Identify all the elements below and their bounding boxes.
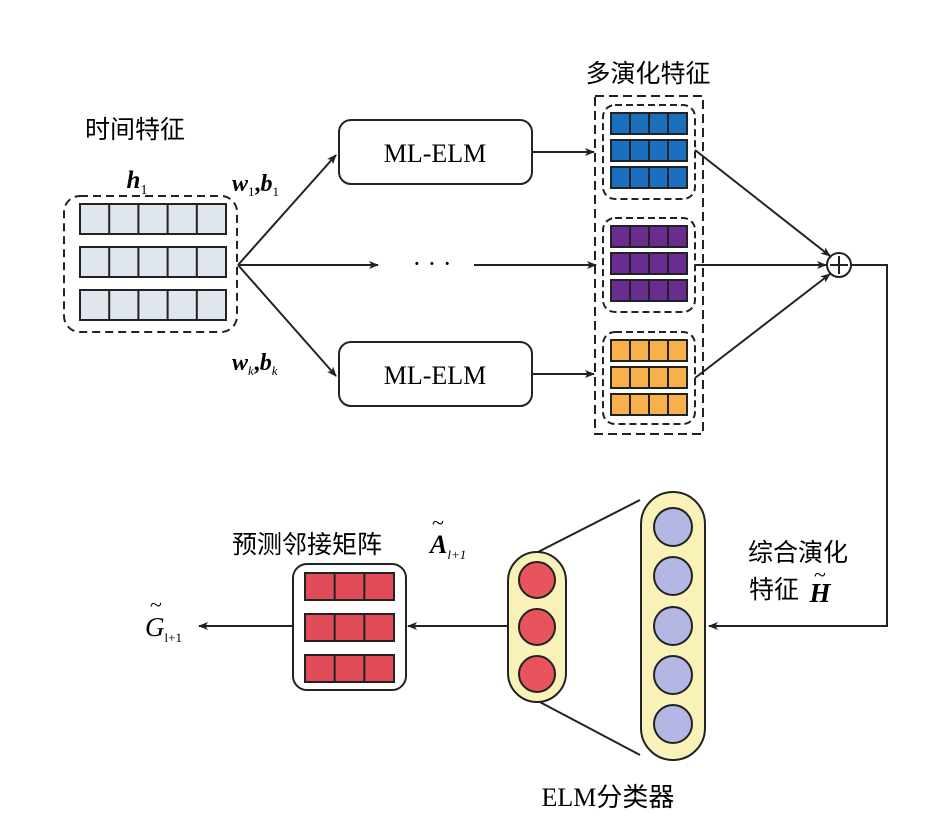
adjacency-row-1 [304,572,395,601]
classifier-left-node-2 [518,608,556,646]
feature-top-bar-1 [610,112,688,135]
input-bar-2 [79,246,227,278]
multi-features-title: 多演化特征 [585,59,710,88]
combined-feature-line2: 特征 [749,575,799,604]
arrow-to-elm-top [237,154,337,266]
feature-group-bottom-border [602,331,696,425]
output-symbol: Gl+1 [145,612,182,645]
input-variable: h1 [127,167,148,198]
feature-bottom-bar-1 [610,339,688,362]
combined-feature-line1: 综合演化 [748,538,848,567]
arrow-to-elm-bottom [237,264,337,377]
adjacency-row-2-frame [304,613,395,642]
classifier-label: ELM分类器 [542,783,675,812]
ml-elm-label-bottom: ML-ELM [384,361,487,390]
feature-middle-bar-3 [610,279,688,302]
feature-bottom-bar-2 [610,366,688,389]
multi-features-outer-border [594,95,704,435]
adjacency-symbol: Al+1 [428,530,466,562]
adjacency-matrix-cells [304,572,395,683]
adjacency-row-1-frame [304,572,395,601]
classifier-right-node-4 [653,655,693,695]
classifier-left-node-3 [518,655,556,693]
adjacency-tilde: ~ [432,510,444,535]
input-bar-1 [79,203,227,235]
combined-feature-symbol: H [808,578,831,608]
weight-label-top: w1,b1 [232,171,279,199]
adjacency-row-3 [304,654,395,683]
input-bar-3-frame [79,289,227,321]
weight-label-bottom: wk,bk [232,350,278,378]
input-group-border [63,195,238,333]
classifier-right-node-3 [653,606,693,646]
ellipsis: · · · [413,249,452,278]
input-title: 时间特征 [85,115,185,144]
evolution-feature-bars [610,112,688,416]
output-tilde: ~ [150,592,162,617]
input-bar-3 [79,289,227,321]
sum-node [826,252,852,278]
adjacency-title: 预测邻接矩阵 [232,530,382,559]
combined-feature-tilde: ~ [814,562,826,587]
classifier-left-node-1 [518,561,556,599]
feature-top-bar-2 [610,139,688,162]
feature-bottom-bar-3 [610,393,688,416]
input-feature-bars [79,203,227,321]
feature-top-bar-3 [610,166,688,189]
arrow-sum-to-classifier [708,264,888,630]
adjacency-row-3-frame [304,654,395,683]
arrow-bottom-to-sum [694,273,831,379]
classifier-right-node-5 [653,704,693,744]
arrow-top-to-sum [694,149,831,257]
classifier-nodes [518,507,693,744]
classifier-right-node-2 [653,556,693,596]
feature-middle-bar-2 [610,252,688,275]
classifier-right-node-1 [653,507,693,547]
input-bar-2-frame [79,246,227,278]
ml-elm-label-top: ML-ELM [384,139,487,168]
feature-middle-bar-1 [610,225,688,248]
adjacency-row-2 [304,613,395,642]
input-bar-1-frame [79,203,227,235]
classifier-connector-bottom [535,699,641,756]
feature-group-top-border [602,104,696,200]
classifier-connector-top [535,499,641,554]
